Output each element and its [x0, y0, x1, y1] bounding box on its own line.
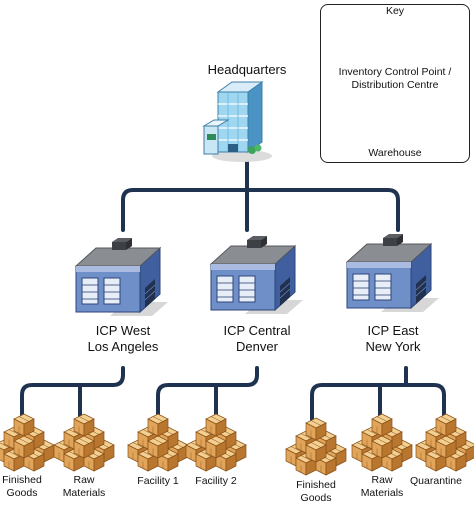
warehouse-central-f1-label: Facility 1 [137, 475, 179, 487]
warehouse-east-finished-icon [286, 418, 346, 475]
icp-central-label: ICP Central Denver [223, 323, 291, 355]
legend-warehouse-label: Warehouse [368, 147, 422, 159]
warehouse-west-raw-icon [54, 414, 114, 471]
icp-west-building-icon [75, 237, 169, 317]
warehouse-east-raw-label: Raw Materials [360, 474, 404, 500]
icp-east-label: ICP East New York [365, 323, 421, 355]
warehouse-central-f2-label: Facility 2 [195, 475, 237, 487]
headquarters-label: Headquarters [207, 62, 287, 77]
headquarters-building-icon [203, 81, 273, 163]
warehouse-east-raw-icon [352, 414, 412, 471]
warehouse-central-f2-icon [186, 414, 246, 471]
icp-west-label: ICP West Los Angeles [87, 323, 159, 355]
warehouse-west-finished-label: Finished Goods [2, 474, 42, 500]
icp-central-building-icon [210, 235, 304, 315]
warehouse-east-quarantine-icon [416, 414, 474, 471]
warehouse-west-finished-icon [0, 414, 54, 471]
warehouse-central-f1-icon [128, 414, 188, 471]
warehouse-east-quarantine-label: Quarantine [410, 475, 462, 487]
warehouse-east-finished-label: Finished Goods [296, 479, 336, 505]
connector-lines [20, 158, 446, 422]
legend-title: Key [385, 5, 405, 17]
icp-east-building-icon [346, 233, 440, 313]
central-warehouse-bus [156, 366, 259, 422]
icp-bus [121, 188, 400, 232]
legend-box [320, 4, 470, 163]
legend-icp-label: Inventory Control Point / Distribution C… [338, 66, 452, 92]
west-warehouse-bus [20, 366, 125, 422]
warehouse-west-raw-label: Raw Materials [62, 474, 106, 500]
